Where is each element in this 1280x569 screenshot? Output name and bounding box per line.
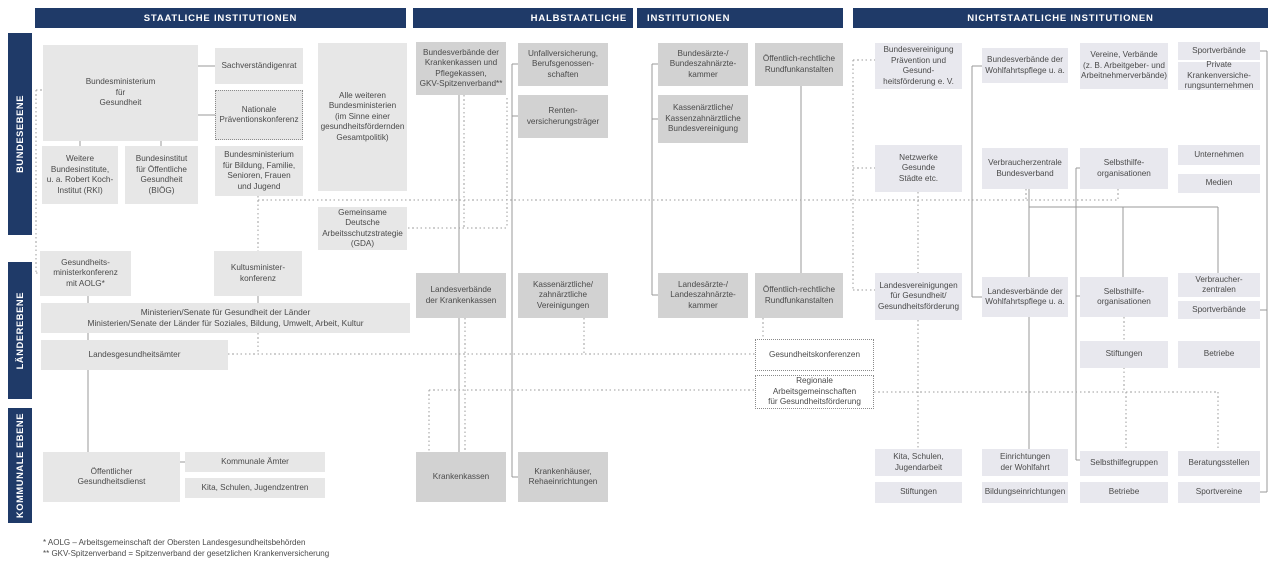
solid-connectors [79,50,1268,493]
node-stiftungen-laender: Stiftungen [1080,341,1168,368]
node-landesaerztekammer: Landesärzte-/ Landeszahnärzte- kammer [658,273,748,318]
node-gesundheitsministerkonferenz: Gesundheits- ministerkonferenz mit AOLG* [40,251,131,296]
level-band-laenderebene: LÄNDEREBENE [8,262,32,399]
node-bundesministerium-bildung-familie: Bundesministerium für Bildung, Familie, … [215,146,303,196]
node-rundfunkanstalten-laender: Öffentlich-rechtliche Rundfunkanstalten [755,273,843,318]
node-landesverbaende-wohlfahrtspflege: Landesverbände der Wohlfahrtspflege u. a… [982,277,1068,317]
header-halbstaatliche: HALBSTAATLICHE [413,8,633,28]
header-staatliche-institutionen: STAATLICHE INSTITUTIONEN [35,8,406,28]
node-oeffentlicher-gesundheitsdienst: Öffentlicher Gesundheitsdienst [43,452,180,502]
node-private-krankenversicherungen: Private Krankenversiche- rungsunternehme… [1178,60,1260,90]
header-nichtstaatliche-institutionen: NICHTSTAATLICHE INSTITUTIONEN [853,8,1268,28]
node-netzwerke-gesunde-staedte: Netzwerke Gesunde Städte etc. [875,145,962,192]
node-selbsthilfeorganisationen-laender: Selbsthilfe- organisationen [1080,277,1168,317]
node-unfallversicherung: Unfallversicherung, Berufsgenossen- scha… [518,43,608,86]
level-label-bundesebene: BUNDESEBENE [15,95,25,173]
node-kassenaerztliche-vereinigungen: Kassenärztliche/ zahnärztliche Vereinigu… [518,273,608,318]
node-sportverbaende-bund: Sportverbände [1178,42,1260,60]
node-landesvereinigungen-gesundheit: Landesvereinigungen für Gesundheit/ Gesu… [875,273,962,320]
node-kassenaerztliche-bundesvereinigung: Kassenärztliche/ Kassenzahnärztliche Bun… [658,95,748,143]
node-bundesvereinigung-praevention: Bundesvereinigung Prävention und Gesund-… [875,43,962,89]
node-regionale-arbeitsgemeinschaften: Regionale Arbeitsgemeinschaften für Gesu… [755,375,874,409]
node-betriebe-kommunal: Betriebe [1080,482,1168,503]
node-stiftungen-kommunal: Stiftungen [875,482,962,503]
node-kultusministerkonferenz: Kultusminister- konferenz [214,251,302,296]
node-medien: Medien [1178,174,1260,193]
node-rundfunkanstalten-bund: Öffentlich-rechtliche Rundfunkanstalten [755,43,843,86]
node-beratungsstellen: Beratungsstellen [1178,451,1260,476]
node-gda: Gemeinsame Deutsche Arbeitsschutzstrateg… [318,207,407,250]
node-einrichtungen-wohlfahrt: Einrichtungen der Wohlfahrt [982,449,1068,476]
level-band-bundesebene: BUNDESEBENE [8,33,32,235]
footnote-aolg: * AOLG – Arbeitsgemeinschaft der Oberste… [43,538,306,547]
node-bundesverbaende-krankenkassen-gkv: Bundesverbände der Krankenkassen und Pfl… [416,42,506,95]
node-landesverbaende-krankenkassen: Landesverbände der Krankenkassen [416,273,506,318]
node-bundesaerztekammer: Bundesärzte-/ Bundeszahnärzte- kammer [658,43,748,86]
node-gesundheitskonferenzen: Gesundheitskonferenzen [755,339,874,371]
node-bundesverbaende-wohlfahrtspflege: Bundesverbände der Wohlfahrtspflege u. a… [982,48,1068,83]
level-label-laenderebene: LÄNDEREBENE [15,291,25,370]
node-krankenhaeuser-rehaeinrichtungen: Krankenhäuser, Rehaeinrichtungen [518,452,608,502]
node-selbsthilfeorganisationen-bund: Selbsthilfe- organisationen [1080,148,1168,189]
dotted-connectors [35,59,1219,452]
node-vereine-verbaende: Vereine, Verbände (z. B. Arbeitgeber- un… [1080,43,1168,89]
node-betriebe-laender: Betriebe [1178,341,1260,368]
node-unternehmen: Unternehmen [1178,145,1260,165]
node-krankenkassen: Krankenkassen [416,452,506,502]
node-rentenversicherungstraeger: Renten- versicherungsträger [518,95,608,138]
node-sachverstaendigenrat: Sachverständigenrat [215,48,303,84]
node-sportverbaende-laender: Sportverbände [1178,301,1260,319]
node-ministerien-senate-laender: Ministerien/Senate für Gesundheit der Lä… [41,303,410,333]
node-verbraucherzentrale-bundesverband: Verbraucherzentrale Bundesverband [982,148,1068,189]
node-bundesministerium-gesundheit: Bundesministerium für Gesundheit [43,45,198,141]
node-nationale-praeventionskonferenz: Nationale Präventionskonferenz [215,90,303,140]
level-band-kommunale-ebene: KOMMUNALE EBENE [8,408,32,523]
node-kita-schulen-jugendzentren: Kita, Schulen, Jugendzentren [185,478,325,498]
footnote-gkv-spitzenverband: ** GKV-Spitzenverband = Spitzenverband d… [43,549,330,558]
node-landesgesundheitsaemter: Landesgesundheitsämter [41,340,228,370]
node-weitere-bundesinstitute-rki: Weitere Bundesinstitute, u. a. Robert Ko… [42,146,118,204]
node-sportvereine: Sportvereine [1178,482,1260,503]
node-verbraucherzentralen: Verbraucher- zentralen [1178,273,1260,297]
node-bildungseinrichtungen: Bildungseinrichtungen [982,482,1068,503]
header-institutionen: INSTITUTIONEN [637,8,843,28]
node-alle-weiteren-bundesministerien: Alle weiteren Bundesministerien (im Sinn… [318,43,407,191]
node-bundesinstitut-oeffentliche-gesundheit: Bundesinstitut für Öffentliche Gesundhei… [125,146,198,204]
node-kita-schulen-jugendarbeit: Kita, Schulen, Jugendarbeit [875,449,962,476]
node-kommunale-aemter: Kommunale Ämter [185,452,325,472]
node-selbsthilfegruppen: Selbsthilfegruppen [1080,451,1168,476]
level-label-kommunale-ebene: KOMMUNALE EBENE [15,412,25,519]
